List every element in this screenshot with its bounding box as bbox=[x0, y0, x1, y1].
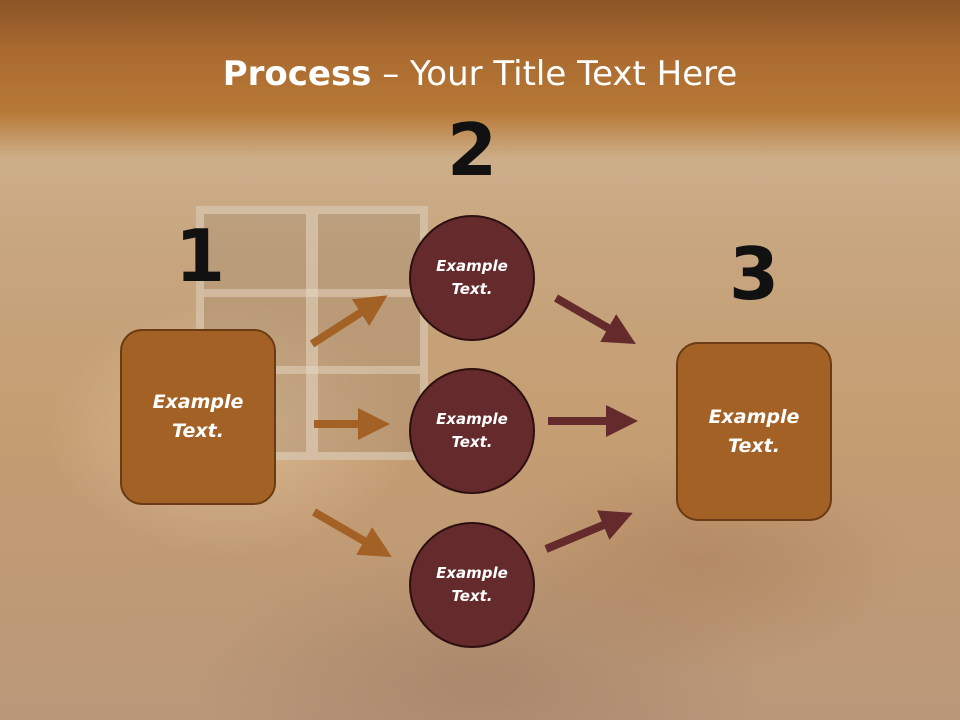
arrow-left-down bbox=[311, 508, 392, 558]
arrow-left-up bbox=[309, 295, 388, 348]
circle-middle-line1: Example bbox=[436, 410, 508, 428]
circle-bottom[interactable]: Example Text. bbox=[409, 522, 535, 648]
circle-bottom-line2: Text. bbox=[451, 587, 493, 605]
slide-title[interactable]: Process – Your Title Text Here bbox=[0, 52, 960, 96]
circle-top[interactable]: Example Text. bbox=[409, 215, 535, 341]
step-number-3[interactable]: 3 bbox=[728, 232, 780, 316]
circle-top-line2: Text. bbox=[451, 280, 493, 298]
right-process-box[interactable]: Example Text. bbox=[676, 342, 832, 521]
circle-bottom-line1: Example bbox=[436, 564, 508, 582]
window-mullion bbox=[306, 214, 318, 452]
left-box-text-line2: Text. bbox=[172, 420, 224, 442]
window-mullion bbox=[204, 289, 420, 297]
slide-title-rest: – Your Title Text Here bbox=[371, 54, 738, 94]
left-process-box[interactable]: Example Text. bbox=[120, 329, 276, 505]
right-box-text-line1: Example bbox=[708, 405, 800, 428]
window-mullion bbox=[204, 366, 420, 374]
arrow-right-up bbox=[544, 510, 633, 553]
circle-middle-line2: Text. bbox=[451, 433, 493, 451]
left-box-text-line1: Example bbox=[152, 391, 244, 413]
step-number-1[interactable]: 1 bbox=[174, 214, 226, 298]
right-box-text-line2: Text. bbox=[728, 434, 780, 457]
title-band bbox=[0, 0, 960, 160]
arrow-right-down bbox=[554, 294, 636, 344]
step-number-2[interactable]: 2 bbox=[446, 108, 498, 192]
slide-title-bold: Process bbox=[222, 54, 372, 94]
circle-middle[interactable]: Example Text. bbox=[409, 368, 535, 494]
circle-top-line1: Example bbox=[436, 257, 508, 275]
